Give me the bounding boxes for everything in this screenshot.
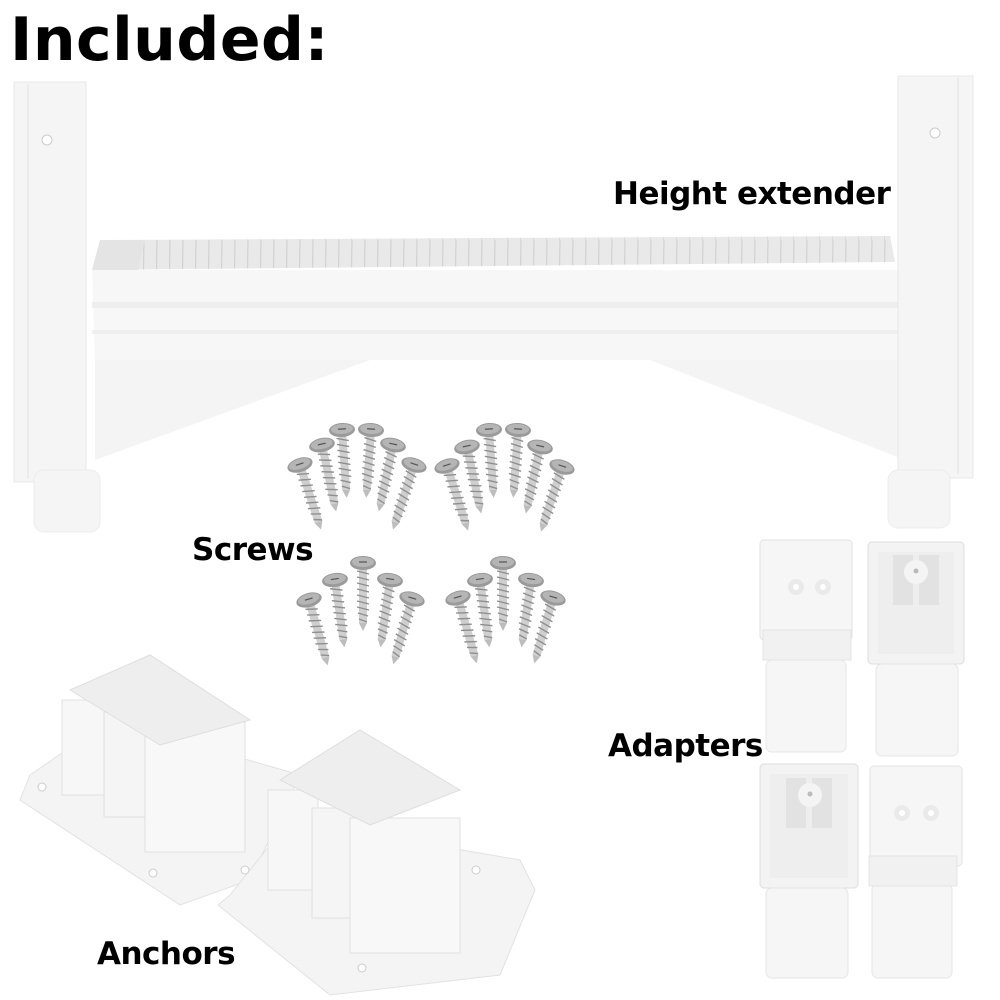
label-adapters: Adapters <box>608 728 763 764</box>
label-anchors: Anchors <box>97 936 236 972</box>
anchors-image <box>19 654 536 996</box>
screws-image <box>284 421 578 670</box>
label-height-extender: Height extender <box>613 176 891 212</box>
label-screws: Screws <box>192 532 314 568</box>
page-title: Included: <box>10 5 329 75</box>
adapters-image <box>759 539 965 979</box>
height-extender-image <box>13 75 974 533</box>
